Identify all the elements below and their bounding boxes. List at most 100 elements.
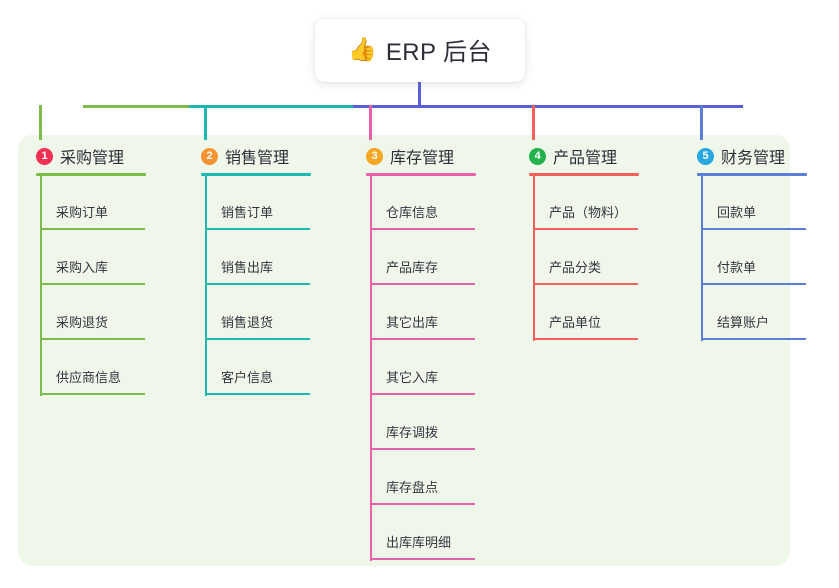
column-spine-1 [40, 176, 42, 396]
list-item[interactable]: 销售订单 [205, 176, 343, 231]
column-badge-5: 5 [697, 147, 714, 165]
list-item[interactable]: 销售出库 [205, 231, 343, 286]
root-connector-stem [418, 82, 421, 105]
list-item-label: 结算账户 [717, 315, 770, 330]
column-underline-5 [697, 173, 807, 176]
list-item[interactable]: 出库库明细 [370, 506, 508, 561]
list-item-underline [372, 228, 475, 230]
column-header-1[interactable]: 1 采购管理 [18, 143, 178, 169]
column-title-2: 销售管理 [225, 150, 290, 167]
list-item-label: 出库库明细 [386, 535, 452, 550]
list-item[interactable]: 采购订单 [40, 176, 178, 231]
list-item-underline [535, 283, 638, 285]
column-drop-stem-3 [369, 105, 372, 140]
column-title-1: 采购管理 [60, 150, 125, 167]
column-drop-stem-4 [532, 105, 535, 140]
list-item-label: 采购订单 [56, 205, 109, 220]
column-drop-stem-5 [700, 105, 703, 140]
list-item-label: 付款单 [717, 260, 757, 275]
list-item[interactable]: 采购入库 [40, 231, 178, 286]
list-item[interactable]: 产品单位 [533, 286, 671, 341]
column-badge-4: 4 [529, 147, 546, 165]
list-item[interactable]: 结算账户 [701, 286, 839, 341]
list-item[interactable]: 产品（物料） [533, 176, 671, 231]
diagram-title-inner: 👍 ERP 后台 [348, 32, 492, 67]
list-item-label: 其它出库 [386, 315, 439, 330]
column-items-5: 回款单付款单结算账户 [701, 176, 839, 341]
list-item-underline [372, 503, 475, 505]
list-item-underline [535, 228, 638, 230]
list-item-underline [372, 393, 475, 395]
list-item-underline [535, 338, 638, 340]
list-item-underline [42, 228, 145, 230]
list-item-label: 产品库存 [386, 260, 439, 275]
column-spine-3 [370, 176, 372, 561]
list-item-label: 其它入库 [386, 370, 439, 385]
column-header-5[interactable]: 5 财务管理 [679, 143, 839, 169]
list-item-label: 库存盘点 [386, 480, 439, 495]
list-item-label: 产品（物料） [549, 205, 628, 220]
bus-segment-green [83, 105, 191, 108]
column-title-5: 财务管理 [721, 150, 786, 167]
list-item-underline [42, 283, 145, 285]
list-item-label: 销售退货 [221, 315, 274, 330]
bus-segment-purple [353, 105, 743, 108]
list-item[interactable]: 仓库信息 [370, 176, 508, 231]
list-item-label: 回款单 [717, 205, 757, 220]
list-item[interactable]: 回款单 [701, 176, 839, 231]
list-item[interactable]: 销售退货 [205, 286, 343, 341]
list-item-label: 仓库信息 [386, 205, 439, 220]
column-1: 1 采购管理采购订单采购入库采购退货供应商信息 [18, 143, 178, 396]
list-item-label: 库存调拨 [386, 425, 439, 440]
diagram-panel [18, 135, 790, 566]
list-item-underline [207, 338, 310, 340]
bus-segment-teal [189, 105, 355, 108]
list-item-underline [207, 283, 310, 285]
list-item-label: 产品单位 [549, 315, 602, 330]
diagram-title-card: 👍 ERP 后台 [315, 19, 525, 82]
column-items-3: 仓库信息产品库存其它出库其它入库库存调拨库存盘点出库库明细 [370, 176, 508, 561]
list-item-underline [703, 228, 806, 230]
list-item-underline [207, 393, 310, 395]
column-2: 2 销售管理销售订单销售出库销售退货客户信息 [183, 143, 343, 396]
column-items-4: 产品（物料） 产品分类产品单位 [533, 176, 671, 341]
list-item[interactable]: 采购退货 [40, 286, 178, 341]
column-3: 3 库存管理仓库信息产品库存其它出库其它入库库存调拨库存盘点出库库明细 [348, 143, 508, 561]
column-drop-stem-1 [39, 105, 42, 140]
thumbs-up-emoji: 👍 [348, 36, 377, 62]
column-header-3[interactable]: 3 库存管理 [348, 143, 508, 169]
list-item[interactable]: 其它出库 [370, 286, 508, 341]
column-underline-4 [529, 173, 639, 176]
column-drop-stem-2 [204, 105, 207, 140]
column-underline-3 [366, 173, 476, 176]
list-item-label: 供应商信息 [56, 370, 122, 385]
column-items-1: 采购订单采购入库采购退货供应商信息 [40, 176, 178, 396]
column-spine-4 [533, 176, 535, 341]
column-badge-3: 3 [366, 147, 383, 165]
list-item-label: 销售出库 [221, 260, 274, 275]
list-item[interactable]: 库存调拨 [370, 396, 508, 451]
column-header-2[interactable]: 2 销售管理 [183, 143, 343, 169]
list-item-label: 客户信息 [221, 370, 274, 385]
list-item[interactable]: 供应商信息 [40, 341, 178, 396]
list-item[interactable]: 付款单 [701, 231, 839, 286]
list-item[interactable]: 其它入库 [370, 341, 508, 396]
list-item-underline [207, 228, 310, 230]
page-title: ERP 后台 [385, 39, 492, 66]
list-item-underline [42, 338, 145, 340]
column-badge-2: 2 [201, 147, 218, 165]
list-item[interactable]: 产品分类 [533, 231, 671, 286]
list-item[interactable]: 客户信息 [205, 341, 343, 396]
list-item-underline [372, 448, 475, 450]
column-items-2: 销售订单销售出库销售退货客户信息 [205, 176, 343, 396]
column-underline-1 [36, 173, 146, 176]
column-badge-1: 1 [36, 147, 53, 165]
list-item[interactable]: 库存盘点 [370, 451, 508, 506]
list-item[interactable]: 产品库存 [370, 231, 508, 286]
column-spine-2 [205, 176, 207, 396]
column-underline-2 [201, 173, 311, 176]
column-title-3: 库存管理 [390, 150, 455, 167]
list-item-label: 采购入库 [56, 260, 109, 275]
